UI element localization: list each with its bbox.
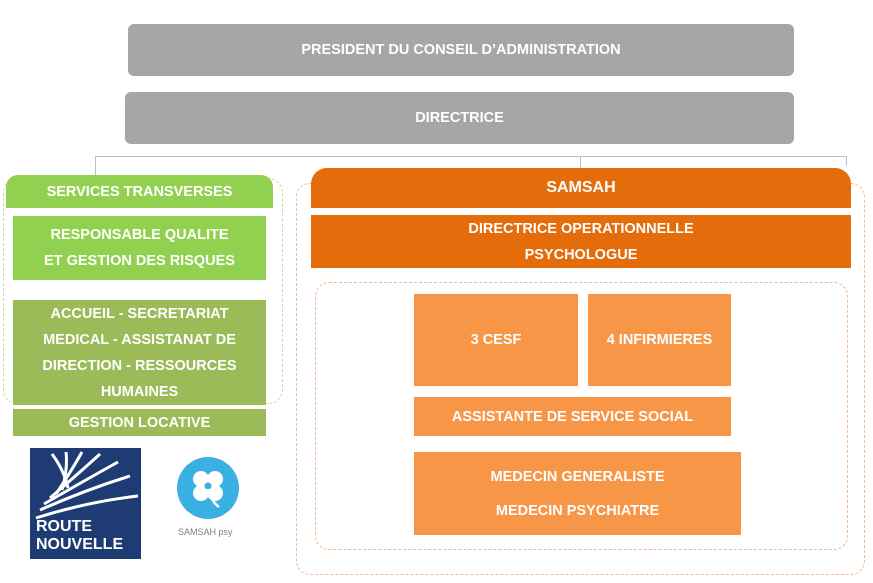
cesf-box: 3 CESF: [414, 294, 578, 386]
accueil-line-3: DIRECTION - RESSOURCES: [42, 357, 237, 374]
route-nouvelle-line-2: NOUVELLE: [36, 536, 124, 553]
medecin-psychiatre-label: MEDECIN PSYCHIATRE: [495, 502, 660, 519]
directrice-label: DIRECTRICE: [415, 110, 504, 126]
accueil-box: ACCUEIL - SECRETARIAT MEDICAL - ASSISTAN…: [13, 300, 266, 405]
connector-left-drop: [95, 156, 96, 176]
qualite-box: RESPONSABLE QUALITE ET GESTION DES RISQU…: [13, 216, 266, 280]
infirmieres-box: 4 INFIRMIERES: [588, 294, 731, 386]
assistante-box: ASSISTANTE DE SERVICE SOCIAL: [414, 397, 731, 436]
clover-icon: [177, 457, 239, 519]
sunrise-icon: [35, 451, 139, 520]
connector-right-drop: [580, 156, 581, 170]
assistante-label: ASSISTANTE DE SERVICE SOCIAL: [451, 408, 694, 425]
services-transverses-title: SERVICES TRANSVERSES: [6, 175, 273, 208]
gestion-locative-box: GESTION LOCATIVE: [13, 409, 266, 436]
samsah-psy-logo: SAMSAH psy: [170, 455, 250, 545]
medecin-generaliste-label: MEDECIN GENERALISTE: [490, 468, 665, 485]
route-nouvelle-line-1: ROUTE: [36, 518, 92, 535]
accueil-line-4: HUMAINES: [100, 383, 179, 400]
president-label: PRESIDENT DU CONSEIL D’ADMINISTRATION: [301, 42, 621, 58]
connector-horizontal: [95, 156, 847, 157]
medecins-box: MEDECIN GENERALISTE MEDECIN PSYCHIATRE: [414, 452, 741, 535]
directrice-operationnelle-line-1: DIRECTRICE OPERATIONNELLE: [468, 220, 694, 237]
accueil-line-1: ACCUEIL - SECRETARIAT: [50, 305, 229, 322]
directrice-operationnelle-line-2: PSYCHOLOGUE: [524, 246, 638, 263]
samsah-label: SAMSAH: [546, 179, 616, 196]
directrice-box: DIRECTRICE: [125, 92, 794, 144]
cesf-label: 3 CESF: [470, 332, 522, 348]
gestion-locative-label: GESTION LOCATIVE: [68, 414, 211, 431]
president-box: PRESIDENT DU CONSEIL D’ADMINISTRATION: [128, 24, 794, 76]
samsah-inner-frame: [315, 282, 848, 550]
infirmieres-label: 4 INFIRMIERES: [606, 332, 713, 348]
qualite-line-1: RESPONSABLE QUALITE: [50, 227, 229, 243]
qualite-line-2: ET GESTION DES RISQUES: [44, 253, 235, 269]
services-transverses-label: SERVICES TRANSVERSES: [46, 183, 233, 200]
accueil-line-2: MEDICAL - ASSISTANAT DE: [43, 331, 236, 348]
route-nouvelle-logo: ROUTE NOUVELLE: [30, 448, 141, 559]
connector-far-right: [846, 156, 847, 166]
directrice-operationnelle-box: DIRECTRICE OPERATIONNELLE PSYCHOLOGUE: [311, 215, 851, 268]
samsah-title: SAMSAH: [311, 168, 851, 208]
samsah-psy-label: SAMSAH psy: [178, 527, 233, 537]
